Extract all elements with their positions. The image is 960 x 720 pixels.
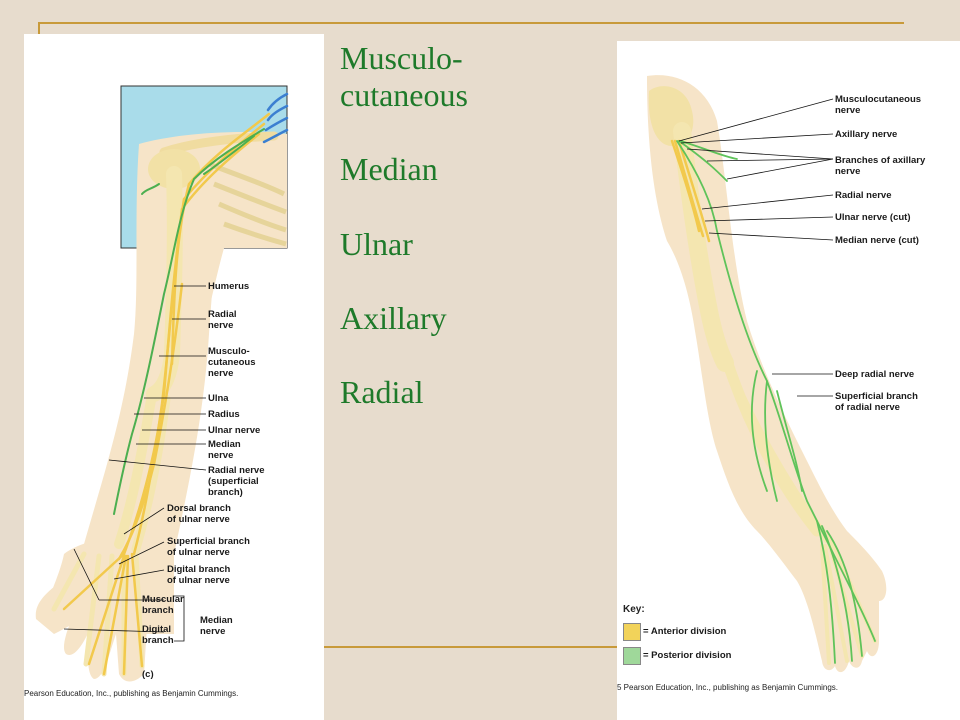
nerve-list-item: Musculo- (340, 40, 463, 76)
label-deep-radial-nerve: Deep radial nerve (835, 369, 915, 380)
bottom-accent-rule (320, 646, 620, 648)
label-dorsal-branch-ulnar: Dorsal branch (167, 503, 231, 514)
label-digital-branch-ulnar-line2: of ulnar nerve (167, 575, 230, 586)
key-title: Key: (623, 604, 645, 615)
label-median-nerve-group-line2: nerve (200, 626, 226, 637)
label-musculocutaneous-nerve-line2: cutaneous (208, 357, 256, 368)
label-median-nerve-cut: Median nerve (cut) (835, 235, 919, 246)
label-radial-nerve-line2: nerve (208, 320, 234, 331)
label-branches-axillary-line2: nerve (835, 166, 861, 177)
posterior-swatch (623, 647, 641, 665)
label-median-nerve: Median (208, 439, 241, 450)
right-anatomy-figure: Musculocutaneous nerve Axillary nerve Br… (617, 41, 960, 720)
panel-letter: (c) (142, 669, 154, 680)
nerve-list: Musculo- cutaneous Median Ulnar Axillary… (340, 40, 468, 411)
nerve-list-spacer (340, 188, 468, 225)
key-posterior-division: = Posterior division (643, 650, 732, 661)
label-radial-nerve: Radial (208, 309, 237, 320)
nerve-list-item: Axillary (340, 299, 447, 336)
label-musculocutaneous-nerve: Musculocutaneous (835, 94, 922, 105)
arm-nerve-illustration-posterior (647, 75, 887, 673)
nerve-list-item: Median (340, 151, 438, 188)
label-radial-nerve: Radial nerve (835, 190, 892, 201)
nerve-list-spacer (340, 114, 468, 151)
top-accent-rule (38, 22, 904, 24)
label-digital-branch-ulnar: Digital branch (167, 564, 231, 575)
left-anatomy-figure: Humerus Radial nerve Musculo- cutaneous … (24, 34, 324, 720)
label-radial-superficial-line3: branch) (208, 487, 243, 498)
label-humerus: Humerus (208, 281, 250, 292)
label-ulna: Ulna (208, 393, 229, 404)
label-superficial-branch-radial-line2: of radial nerve (835, 402, 900, 413)
arm-nerve-illustration-anterior (35, 85, 289, 682)
nerve-list-spacer (340, 337, 468, 374)
anterior-swatch (623, 623, 641, 641)
label-superficial-branch-ulnar: Superficial branch (167, 536, 250, 547)
label-muscular-branch: Muscular (142, 594, 184, 605)
label-ulnar-nerve-cut: Ulnar nerve (cut) (835, 212, 911, 223)
label-branches-axillary: Branches of axillary (835, 155, 926, 166)
copyright-credit: Pearson Education, Inc., publishing as B… (24, 689, 239, 698)
label-axillary-nerve: Axillary nerve (835, 129, 898, 140)
copyright-credit: 5 Pearson Education, Inc., publishing as… (617, 683, 839, 692)
label-superficial-branch-radial: Superficial branch (835, 391, 918, 402)
key-anterior-division: = Anterior division (643, 626, 727, 637)
nerve-list-item: cutaneous (340, 77, 468, 114)
label-ulnar-nerve: Ulnar nerve (208, 425, 261, 436)
label-radius: Radius (208, 409, 240, 420)
nerve-list-item: Radial (340, 373, 424, 410)
label-radial-superficial-line2: (superficial (208, 476, 259, 487)
label-musculocutaneous-nerve: Musculo- (208, 346, 250, 357)
left-accent-rule (38, 22, 40, 34)
label-median-nerve-line2: nerve (208, 450, 234, 461)
label-musculocutaneous-nerve-line2: nerve (835, 105, 861, 116)
label-superficial-branch-ulnar-line2: of ulnar nerve (167, 547, 230, 558)
label-median-nerve-group: Median (200, 615, 233, 626)
label-radial-superficial: Radial nerve (208, 465, 265, 476)
label-digital-branch-line2: branch (142, 635, 174, 646)
label-dorsal-branch-ulnar-line2: of ulnar nerve (167, 514, 230, 525)
label-muscular-branch-line2: branch (142, 605, 174, 616)
label-digital-branch: Digital (142, 624, 172, 635)
nerve-list-item: Ulnar (340, 225, 413, 262)
nerve-list-spacer (340, 263, 468, 300)
label-musculocutaneous-nerve-line3: nerve (208, 368, 234, 379)
